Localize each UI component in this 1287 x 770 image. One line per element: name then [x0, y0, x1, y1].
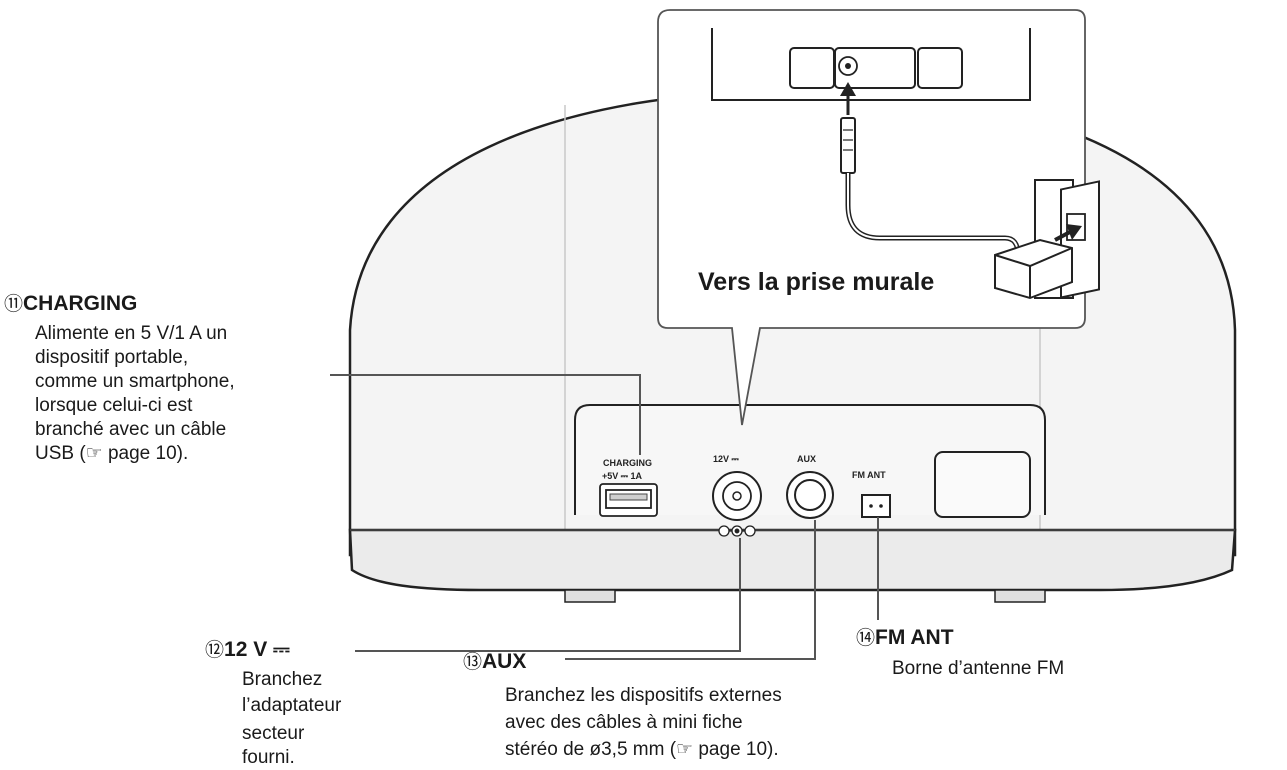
callout-number: ⑭	[856, 628, 876, 649]
foot-right	[994, 589, 1046, 603]
callout-number: ⑪	[4, 294, 24, 315]
blank-cover	[934, 451, 1031, 518]
text-line: Alimente en 5 V/1 A un	[35, 323, 228, 344]
text-line: lorsque celui-ci est	[35, 395, 193, 416]
panel-fm-label: FM ANT	[852, 470, 886, 480]
ac-adapter	[994, 238, 1073, 300]
polarity-icon	[718, 525, 756, 537]
inset-device	[711, 28, 1031, 101]
callout-title: FM ANT	[875, 626, 954, 649]
text-line: Branchez les dispositifs externes	[505, 685, 782, 706]
callout-fm-heading: ⑭FM ANT	[856, 626, 954, 651]
fm-terminal	[861, 494, 891, 518]
callout-charging-heading: ⑪CHARGING	[4, 292, 137, 317]
callout-charging-text: Alimente en 5 V/1 A un dispositif portab…	[35, 322, 235, 466]
speaker-base	[348, 528, 1237, 592]
text-line: Branchez	[242, 669, 323, 690]
text-line: l’adaptateur	[242, 695, 342, 716]
leader-charging	[330, 374, 641, 455]
callout-title: 12 V ⎓	[224, 638, 290, 661]
callout-title: CHARGING	[23, 292, 138, 315]
aux-jack-inner	[794, 479, 826, 511]
text-line: secteur	[242, 723, 305, 744]
inset-caption: Vers la prise murale	[698, 268, 934, 296]
leader-power	[355, 538, 741, 652]
callout-fm-text: Borne d’antenne FM	[892, 657, 1064, 681]
text-line: comme un smartphone,	[35, 371, 235, 392]
text-line: fourni.	[242, 747, 295, 768]
panel-power-label: 12V ⎓	[713, 454, 740, 464]
panel-charging-label: CHARGING	[603, 458, 652, 468]
text-line: branché avec un câble	[35, 419, 227, 440]
callout-number: ⑬	[463, 652, 483, 673]
connector-panel	[574, 404, 1046, 515]
callout-aux-text: Branchez les dispositifs externes avec d…	[505, 682, 782, 763]
callout-power-text: Branchez l’adaptateur secteur fourni.	[242, 668, 341, 770]
text-line: Borne d’antenne FM	[892, 658, 1065, 679]
leader-aux	[565, 520, 816, 660]
foot-left	[564, 589, 616, 603]
callout-power-heading: ⑫12 V ⎓	[205, 638, 290, 663]
callout-title: AUX	[482, 650, 527, 673]
text-line: dispositif portable,	[35, 347, 189, 368]
callout-aux-heading: ⑬AUX	[463, 650, 526, 675]
inset-panel	[657, 9, 1086, 426]
text-line: stéréo de ø3,5 mm (☞ page 10).	[505, 739, 779, 760]
dc-plug	[840, 117, 856, 174]
panel-aux-label: AUX	[797, 454, 816, 464]
text-line: USB (☞ page 10).	[35, 443, 189, 464]
text-line: avec des câbles à mini fiche	[505, 712, 743, 733]
panel-charging-spec: +5V ⎓ 1A	[602, 471, 642, 481]
callout-number: ⑫	[205, 640, 225, 661]
